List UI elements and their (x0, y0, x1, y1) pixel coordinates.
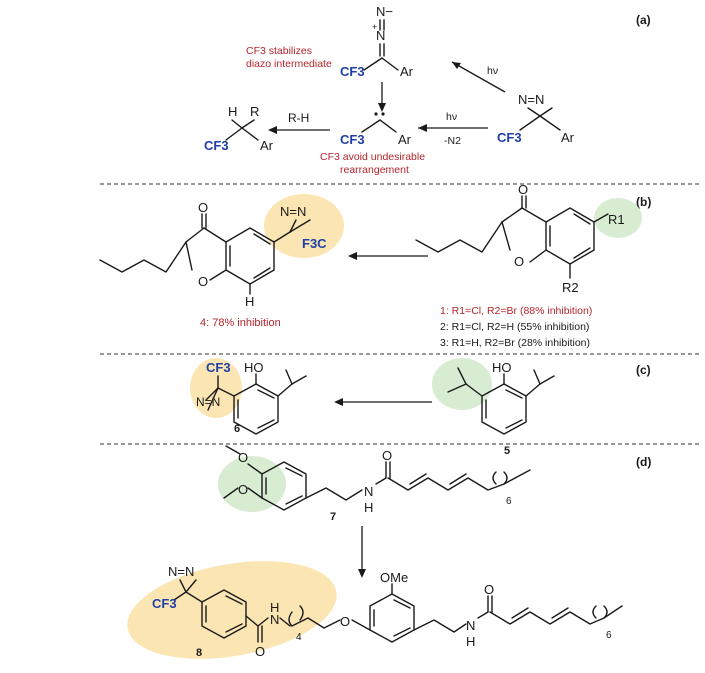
highlight-diazirine-d (127, 561, 337, 659)
panel-label-a: (a) (636, 13, 651, 27)
note-diazo-2: diazo intermediate (246, 58, 332, 70)
d7-six: 6 (506, 496, 512, 507)
d8-four: 4 (296, 632, 302, 643)
diazo-intermediate: N− N + Ar CF3 (340, 4, 414, 79)
photoaffinity-probe-8: OMe O N H O 6 4 N H O N=N (152, 564, 623, 659)
product-4-label: 4: 78% inhibition (200, 317, 281, 329)
b-sm-ketone-o: O (518, 182, 528, 197)
carbene-intermediate: Ar CF3 (340, 112, 412, 147)
propofol-5: HO 5 (447, 360, 555, 457)
d8-linker-nh: N (270, 612, 279, 627)
note-diazo-1: CF3 stabilizes (246, 45, 312, 57)
panel-label-c: (c) (636, 363, 651, 377)
propofol-diazirine-6: HO CF3 N=N 6 (196, 360, 307, 435)
product-r: R (250, 104, 259, 119)
b-prod-nn: N=N (280, 204, 306, 219)
diazo-n-minus: N− (376, 4, 393, 19)
d8-benzamide-o: O (255, 644, 265, 659)
chromanone-starting-material: O O R1 R2 (415, 182, 625, 295)
highlight-dimethoxy (218, 456, 286, 512)
ar-label: Ar (561, 130, 575, 145)
panel-label-b: (b) (636, 195, 651, 209)
d7-amide-o: O (382, 448, 392, 463)
d7-ome-o1: O (238, 450, 248, 465)
b-r2-label: R2 (562, 280, 579, 295)
c-ho-6: HO (244, 360, 264, 375)
b-prod-h: H (245, 294, 254, 309)
carbene-cf3: CF3 (340, 132, 365, 147)
carbene-ar: Ar (398, 132, 412, 147)
minus-n2-label: -N2 (444, 135, 461, 147)
c-nn: N=N (196, 395, 220, 409)
c-label-6: 6 (234, 423, 240, 435)
hv-arrow-up (451, 61, 506, 93)
d7-ome-o2: O (238, 482, 248, 497)
d8-amide-o: O (484, 582, 494, 597)
product-h: H (228, 104, 237, 119)
d8-nh-h: H (466, 634, 475, 649)
c-label-5: 5 (504, 445, 510, 457)
diazo-plus: + (372, 22, 377, 32)
compound-3-label: 3: R1=H, R2=Br (28% inhibition) (440, 337, 590, 349)
d7-nh: N (364, 484, 373, 499)
insertion-product: H R Ar CF3 (204, 104, 274, 153)
b-prod-f3c: F3C (302, 236, 327, 251)
product-cf3: CF3 (204, 138, 229, 153)
cf3-label: CF3 (497, 130, 522, 145)
d8-cf3: CF3 (152, 596, 177, 611)
d8-ether-o: O (340, 614, 350, 629)
product-ar: Ar (260, 138, 274, 153)
d8-nh: N (466, 618, 475, 633)
nn-label: N=N (518, 92, 544, 107)
compound-2-label: 2: R1=Cl, R2=H (55% inhibition) (440, 321, 589, 333)
capsaicinoid-7: O O N H O 6 7 (223, 445, 531, 523)
panel-label-d: (d) (636, 455, 651, 469)
highlight-diazirine-c (190, 358, 242, 418)
note-carbene-2: rearrangement (340, 164, 409, 176)
d8-nn: N=N (168, 564, 194, 579)
b-r1-label: R1 (608, 212, 625, 227)
d7-nh-h: H (364, 500, 373, 515)
diazirine-starting-material: N=N Ar CF3 (497, 92, 575, 145)
d8-six: 6 (606, 630, 612, 641)
hv-label-2: hν (446, 111, 457, 123)
d8-linker-nh-h: H (270, 600, 279, 615)
d8-ome: OMe (380, 570, 408, 585)
hv-label-1: hν (487, 65, 498, 77)
c-ho-5: HO (492, 360, 512, 375)
note-carbene-1: CF3 avoid undesirable (320, 151, 425, 163)
rh-label: R-H (288, 111, 309, 125)
highlight-diazirine-b (264, 194, 344, 258)
diazo-ar: Ar (400, 64, 414, 79)
c-cf3: CF3 (206, 360, 231, 375)
b-sm-ring-o: O (514, 254, 524, 269)
d-label-8: 8 (196, 647, 202, 659)
chromanone-product-4: O O H N=N F3C (99, 200, 327, 309)
d-label-7: 7 (330, 511, 336, 523)
highlight-r1 (594, 198, 642, 238)
b-prod-ring-o: O (198, 274, 208, 289)
diazo-n: N (376, 28, 385, 43)
highlight-isopropyl (432, 358, 492, 410)
b-prod-ketone-o: O (198, 200, 208, 215)
diazo-cf3: CF3 (340, 64, 365, 79)
compound-1-label: 1: R1=Cl, R2=Br (88% inhibition) (440, 305, 592, 317)
